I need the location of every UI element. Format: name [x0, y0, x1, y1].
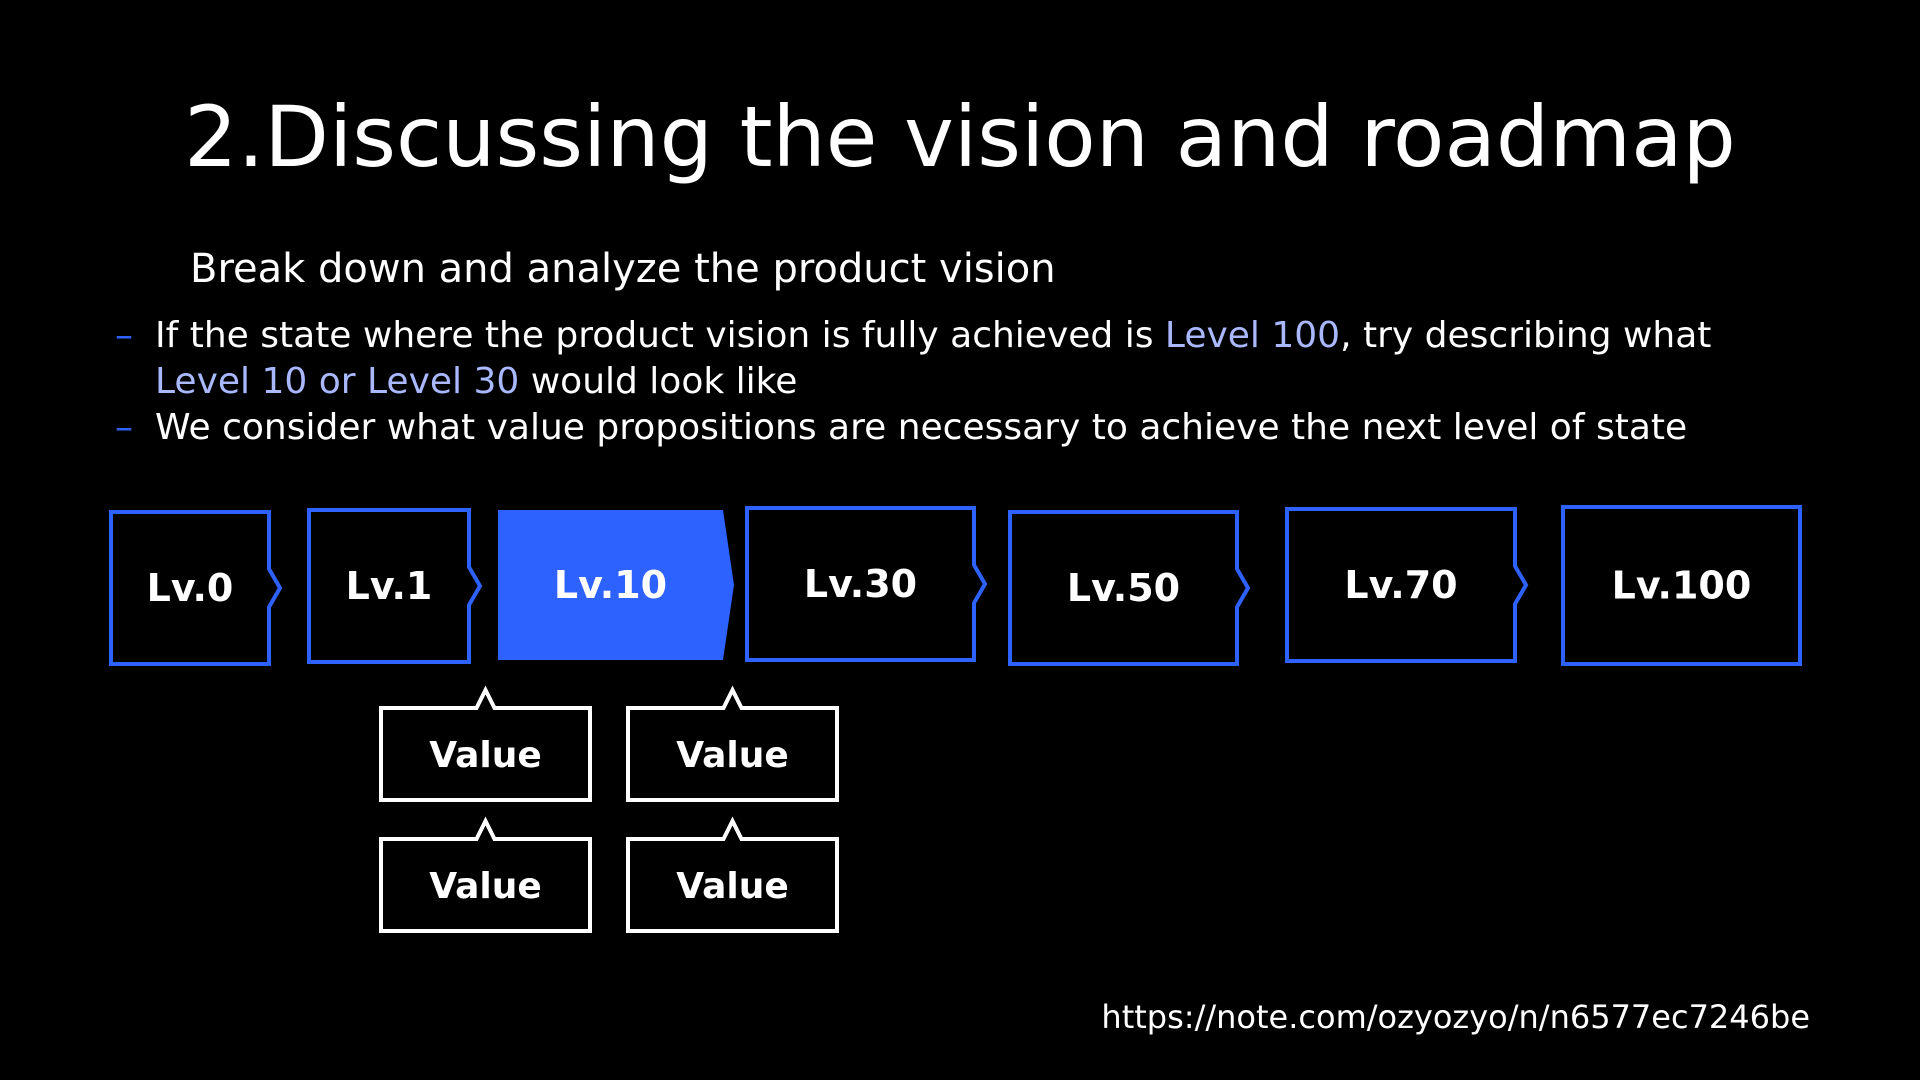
level-label: Lv.100 — [1612, 564, 1752, 608]
value-label: Value — [676, 735, 789, 776]
highlighted-text: Level 100 — [1164, 315, 1341, 356]
source-url: https://note.com/ozyozyo/n/n6577ec7246be — [1101, 998, 1810, 1036]
bullet-dash-icon: – — [115, 407, 133, 448]
level-box — [745, 506, 988, 662]
bullet-item: –If the state where the product vision i… — [115, 313, 1815, 405]
level-box — [1561, 505, 1802, 666]
level-label: Lv.0 — [147, 566, 234, 610]
value-callout-box — [626, 685, 839, 802]
level-label: Lv.70 — [1344, 563, 1457, 607]
bullet-text: We consider what value propositions are … — [155, 407, 1688, 448]
highlighted-text: Level 10 or Level 30 — [155, 361, 520, 402]
level-box — [1008, 510, 1251, 666]
bullet-text: would look like — [519, 361, 798, 402]
bullet-text: If the state where the product vision is… — [155, 315, 1165, 356]
level-box — [307, 508, 483, 664]
level-label: Lv.50 — [1067, 566, 1180, 610]
value-callout-box — [379, 816, 592, 933]
level-box — [109, 510, 283, 666]
value-callout-box — [379, 685, 592, 802]
bullet-item: –We consider what value propositions are… — [115, 405, 1815, 451]
value-label: Value — [429, 735, 542, 776]
level-box — [1285, 507, 1529, 663]
bullet-dash-icon: – — [115, 315, 133, 356]
bullet-text: , try describing what — [1340, 315, 1712, 356]
level-label: Lv.1 — [346, 564, 433, 608]
value-label: Value — [429, 866, 542, 907]
slide-title: 2.Discussing the vision and roadmap — [184, 88, 1736, 186]
level-label: Lv.30 — [804, 562, 917, 606]
level-box-active — [498, 510, 734, 660]
level-label: Lv.10 — [554, 563, 667, 607]
slide-subtitle: Break down and analyze the product visio… — [190, 246, 1056, 292]
value-label: Value — [676, 866, 789, 907]
bullet-list: –If the state where the product vision i… — [115, 313, 1815, 451]
value-callout-box — [626, 816, 839, 933]
